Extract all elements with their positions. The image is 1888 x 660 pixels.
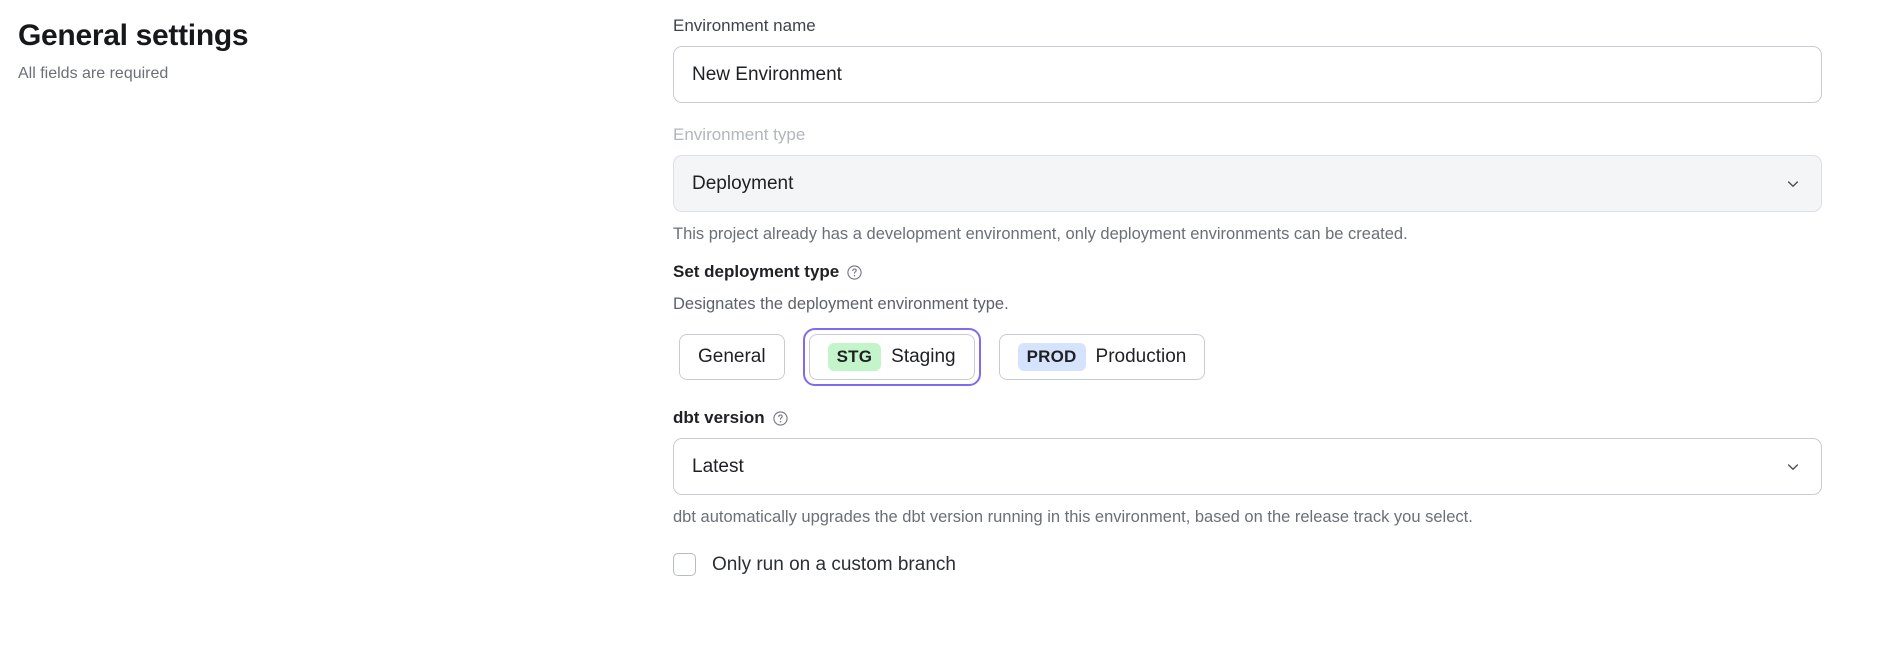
deployment-option-staging[interactable]: STG Staging xyxy=(808,334,975,380)
environment-type-select: Deployment xyxy=(673,155,1822,212)
deployment-option-general-label: General xyxy=(698,346,766,367)
deployment-type-options: General STG Staging PROD Production xyxy=(673,328,1822,386)
deployment-type-label: Set deployment type xyxy=(673,260,1822,284)
general-settings-form: Environment name New Environment Environ… xyxy=(673,0,1855,576)
question-circle-icon[interactable] xyxy=(846,264,863,281)
page-subtitle: All fields are required xyxy=(18,65,169,82)
dbt-version-value: Latest xyxy=(692,455,744,477)
chevron-down-icon xyxy=(1785,176,1801,192)
deployment-option-general-wrap: General xyxy=(673,328,791,386)
custom-branch-row[interactable]: Only run on a custom branch xyxy=(673,553,1822,576)
custom-branch-checkbox[interactable] xyxy=(673,553,696,576)
deployment-option-staging-label: Staging xyxy=(891,346,956,367)
deployment-option-production-wrap: PROD Production xyxy=(993,328,1212,386)
deployment-option-staging-wrap: STG Staging xyxy=(802,328,981,386)
deployment-type-label-text: Set deployment type xyxy=(673,262,840,281)
production-badge: PROD xyxy=(1017,343,1086,371)
deployment-option-general[interactable]: General xyxy=(679,334,785,380)
deployment-option-production[interactable]: PROD Production xyxy=(998,334,1206,380)
environment-name-label: Environment name xyxy=(673,16,816,35)
staging-badge: STG xyxy=(827,343,882,371)
environment-type-value: Deployment xyxy=(692,172,794,194)
environment-type-label: Environment type xyxy=(673,125,806,144)
environment-name-value: New Environment xyxy=(692,63,842,85)
settings-header-column: General settings All fields are required xyxy=(0,0,673,86)
question-circle-icon[interactable] xyxy=(772,410,789,427)
chevron-down-icon xyxy=(1785,459,1801,475)
deployment-option-production-label: Production xyxy=(1095,346,1187,367)
environment-name-field: Environment name New Environment xyxy=(673,14,1822,103)
dbt-version-select[interactable]: Latest xyxy=(673,438,1822,495)
dbt-version-hint: dbt automatically upgrades the dbt versi… xyxy=(673,508,1473,526)
dbt-version-label-text: dbt version xyxy=(673,408,765,427)
dbt-version-field: dbt version Latest dbt automatica xyxy=(673,406,1822,529)
environment-type-hint: This project already has a development e… xyxy=(673,225,1408,243)
environment-name-input[interactable]: New Environment xyxy=(673,46,1822,103)
environment-type-field: Environment type Deployment This project… xyxy=(673,123,1822,246)
page-title: General settings xyxy=(18,19,249,52)
custom-branch-label[interactable]: Only run on a custom branch xyxy=(712,553,956,575)
deployment-type-field: Set deployment type Designates the deplo… xyxy=(673,260,1822,386)
deployment-type-description: Designates the deployment environment ty… xyxy=(673,295,1009,313)
dbt-version-label: dbt version xyxy=(673,406,1822,430)
